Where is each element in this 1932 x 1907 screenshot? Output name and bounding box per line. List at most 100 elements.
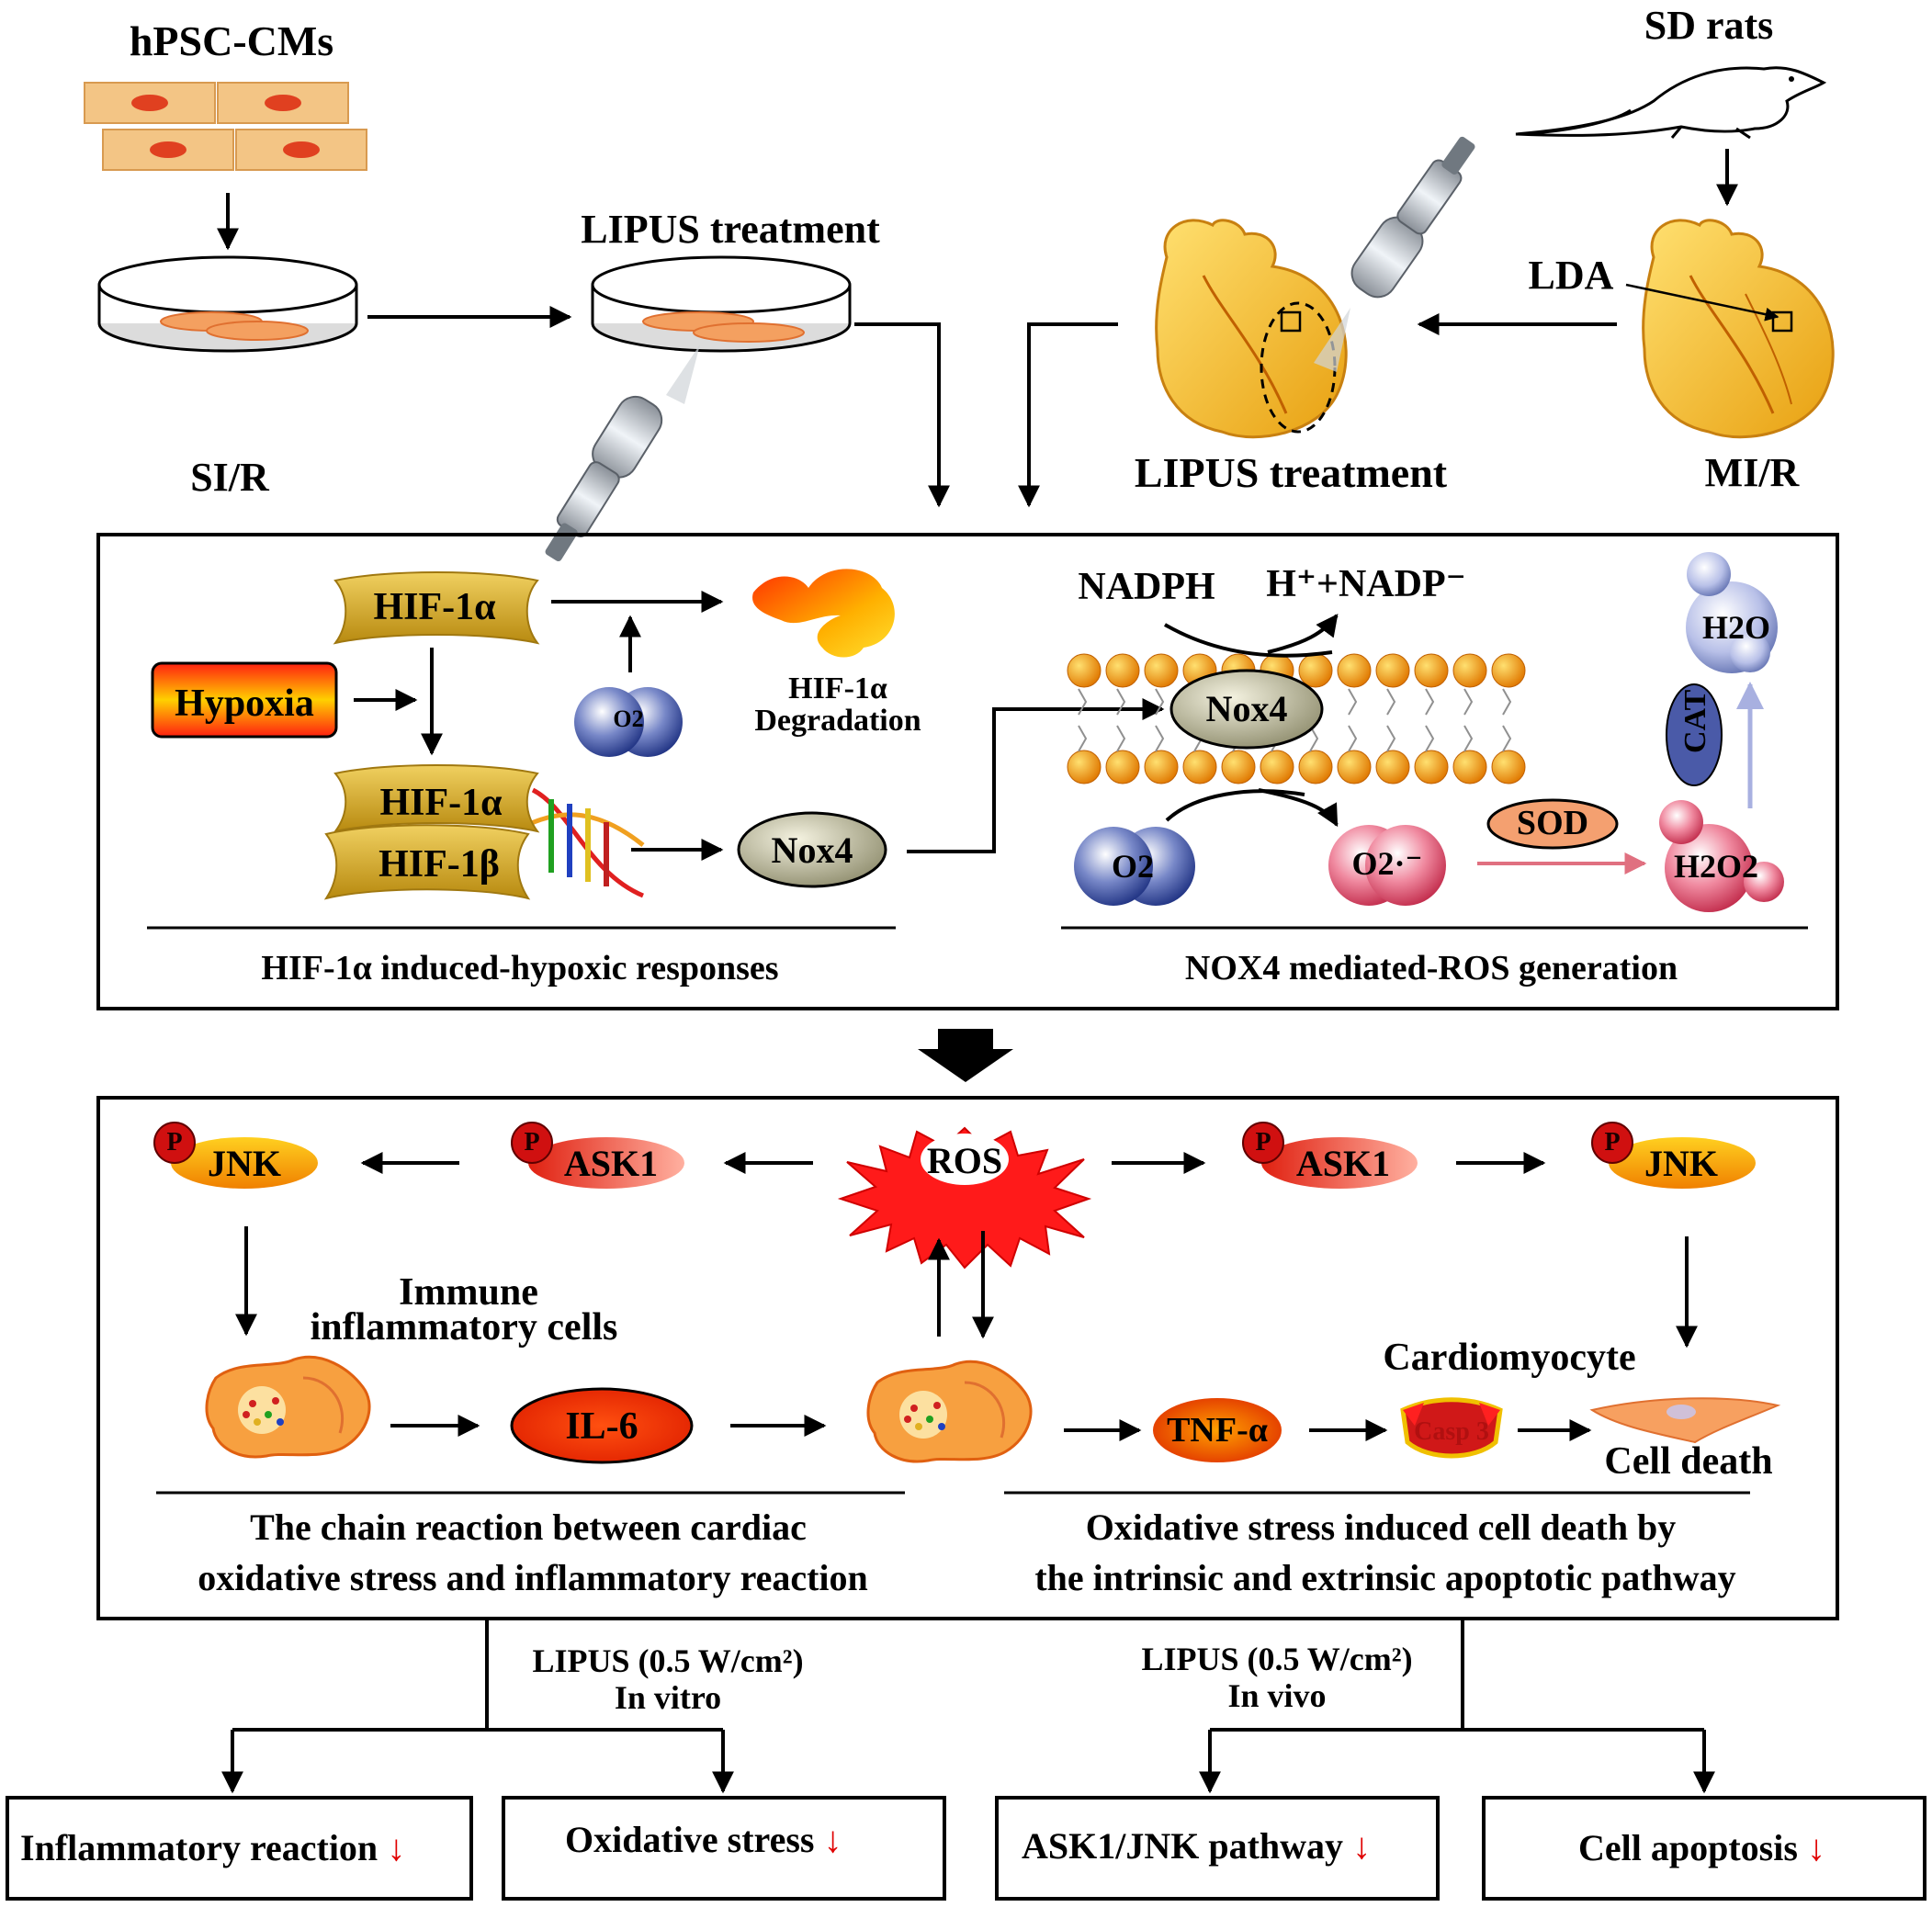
degradation-label-line1: HIF-1α [788,671,887,705]
outcome-ask1-jnk-text: ASK1/JNK pathway ↓ [1022,1828,1371,1865]
outcome-tree [6,1619,1926,1901]
jnk-left-node [171,1137,318,1189]
down-arrow-icon: ↓ [387,1827,406,1868]
casp3-icon [1400,1397,1503,1459]
ask1-right-label: ASK1 [1295,1143,1391,1184]
sir-label: SI/R [190,455,269,500]
nox4-gene-label: Nox4 [771,829,853,871]
culture-dish-sir [97,255,358,353]
lipid-head [1375,750,1410,784]
cat-enzyme [1666,683,1723,786]
outcome-apoptosis-label: Cell apoptosis [1578,1827,1798,1868]
cell-death-label: Cell death [1604,1440,1773,1483]
lipid-tail [1078,688,1088,752]
ros-signaling [153,1122,1781,1495]
big-down-arrow [918,1029,1013,1082]
il6-label: IL-6 [565,1405,638,1448]
lipid-head [1414,750,1449,784]
complex-hif1a-label: HIF-1α [379,782,503,824]
culture-dish-lipus [591,255,852,353]
ask1-left-label: ASK1 [563,1143,659,1184]
complex-hif1b-protein [323,824,531,900]
lipid-tail [1348,688,1358,752]
superoxide-label: O2·⁻ [1351,845,1423,882]
p-marker-jnk-left: P [166,1128,183,1157]
h2o-icon [1686,552,1778,673]
p-marker-ask1-right: P [1255,1128,1271,1157]
h2o-label: H2O [1701,609,1771,646]
lipid-head [1337,750,1372,784]
rat-icon [1515,66,1827,140]
lipus-invivo-label: LIPUS treatment [1134,449,1448,496]
lipid-tail [1463,688,1474,752]
nox-caption: NOX4 mediated-ROS generation [1184,949,1678,987]
outcome-inflammatory-label: Inflammatory reaction [20,1827,378,1868]
lipid-head [1144,750,1179,784]
phospho-markers [153,1122,1633,1164]
outcome-ask1-jnk-label: ASK1/JNK pathway [1022,1825,1344,1867]
lipid-head [1221,750,1256,784]
apoptosis-caption-line2: the intrinsic and extrinsic apoptotic pa… [1034,1557,1736,1598]
down-arrow-icon: ↓ [1352,1825,1372,1867]
lipid-tail [1116,688,1126,752]
lipid-tail [1502,688,1512,752]
cardiomyocyte-icon [1589,1397,1781,1444]
jnk-right-node [1609,1137,1756,1189]
immune-label-line2: inflammatory cells [310,1306,618,1348]
hif1a-label: HIF-1α [373,586,496,628]
complex-hif1a-protein [333,764,540,833]
p-marker-ask1-left: P [524,1128,540,1157]
ultrasound-probe-invivo [1314,136,1475,372]
o2-substrate-icon [1074,827,1195,906]
jnk-left-label: JNK [208,1143,281,1184]
inflamed-cell-icon [866,1360,1033,1463]
hypoxia-label: Hypoxia [175,683,314,725]
lipus-invivo-dose: LIPUS (0.5 W/cm²) [1141,1641,1413,1677]
ask1-right-node [1261,1137,1418,1189]
sod-label: SOD [1516,804,1589,842]
dna-helix-icon [522,787,645,898]
jnk-right-label: JNK [1644,1143,1718,1184]
lipid-head [1260,750,1294,784]
hif1a-protein [333,571,540,645]
lipid-head [1337,653,1372,688]
cell-membrane [1067,653,1526,784]
tnfa-label: TNF-α [1167,1411,1268,1450]
lipid-tail [1386,688,1396,752]
o2-substrate-label: O2 [1111,848,1155,885]
outcome-box-inflammatory [6,1796,473,1901]
sod-enzyme [1486,798,1619,850]
immune-cell-icon [205,1355,371,1459]
in-vitro-model [84,82,950,561]
degradation-label-line2: Degradation [754,704,921,738]
heart-mir [1642,219,1835,439]
ultrasound-probe-invitro [545,344,700,561]
p-marker-jnk-right: P [1604,1128,1621,1157]
cardiomyocyte-label: Cardiomyocyte [1383,1337,1636,1379]
nox4-gene-product [737,811,887,888]
lipid-head [1298,750,1333,784]
lipid-head [1375,653,1410,688]
nox4-enzyme [1169,669,1324,750]
nox4-ros-pathway [1061,552,1808,930]
hypoxia-box [151,661,338,739]
hif1a-degradation-icon [752,569,895,658]
signaling-panel-border [96,1096,1839,1620]
il6-node [510,1387,694,1464]
h2o2-label: H2O2 [1673,848,1759,885]
outcome-box-oxidative [502,1796,946,1901]
down-arrow-icon: ↓ [1806,1827,1825,1868]
ros-burst-icon [837,1126,1092,1269]
lipid-tail [1155,688,1165,752]
complex-hif1b-label: HIF-1β [378,843,500,886]
lipid-head [1298,653,1333,688]
ask1-left-node [528,1137,684,1189]
lipus-invitro-mode: In vitro [614,1679,722,1716]
lipid-head [1452,750,1487,784]
superoxide-icon [1328,825,1446,906]
immune-label-line1: Immune [399,1271,538,1314]
chain-caption-line1: The chain reaction between cardiac [250,1506,807,1548]
outcome-apoptosis-text: Cell apoptosis ↓ [1578,1830,1825,1867]
o2-molecule-icon [574,687,683,757]
